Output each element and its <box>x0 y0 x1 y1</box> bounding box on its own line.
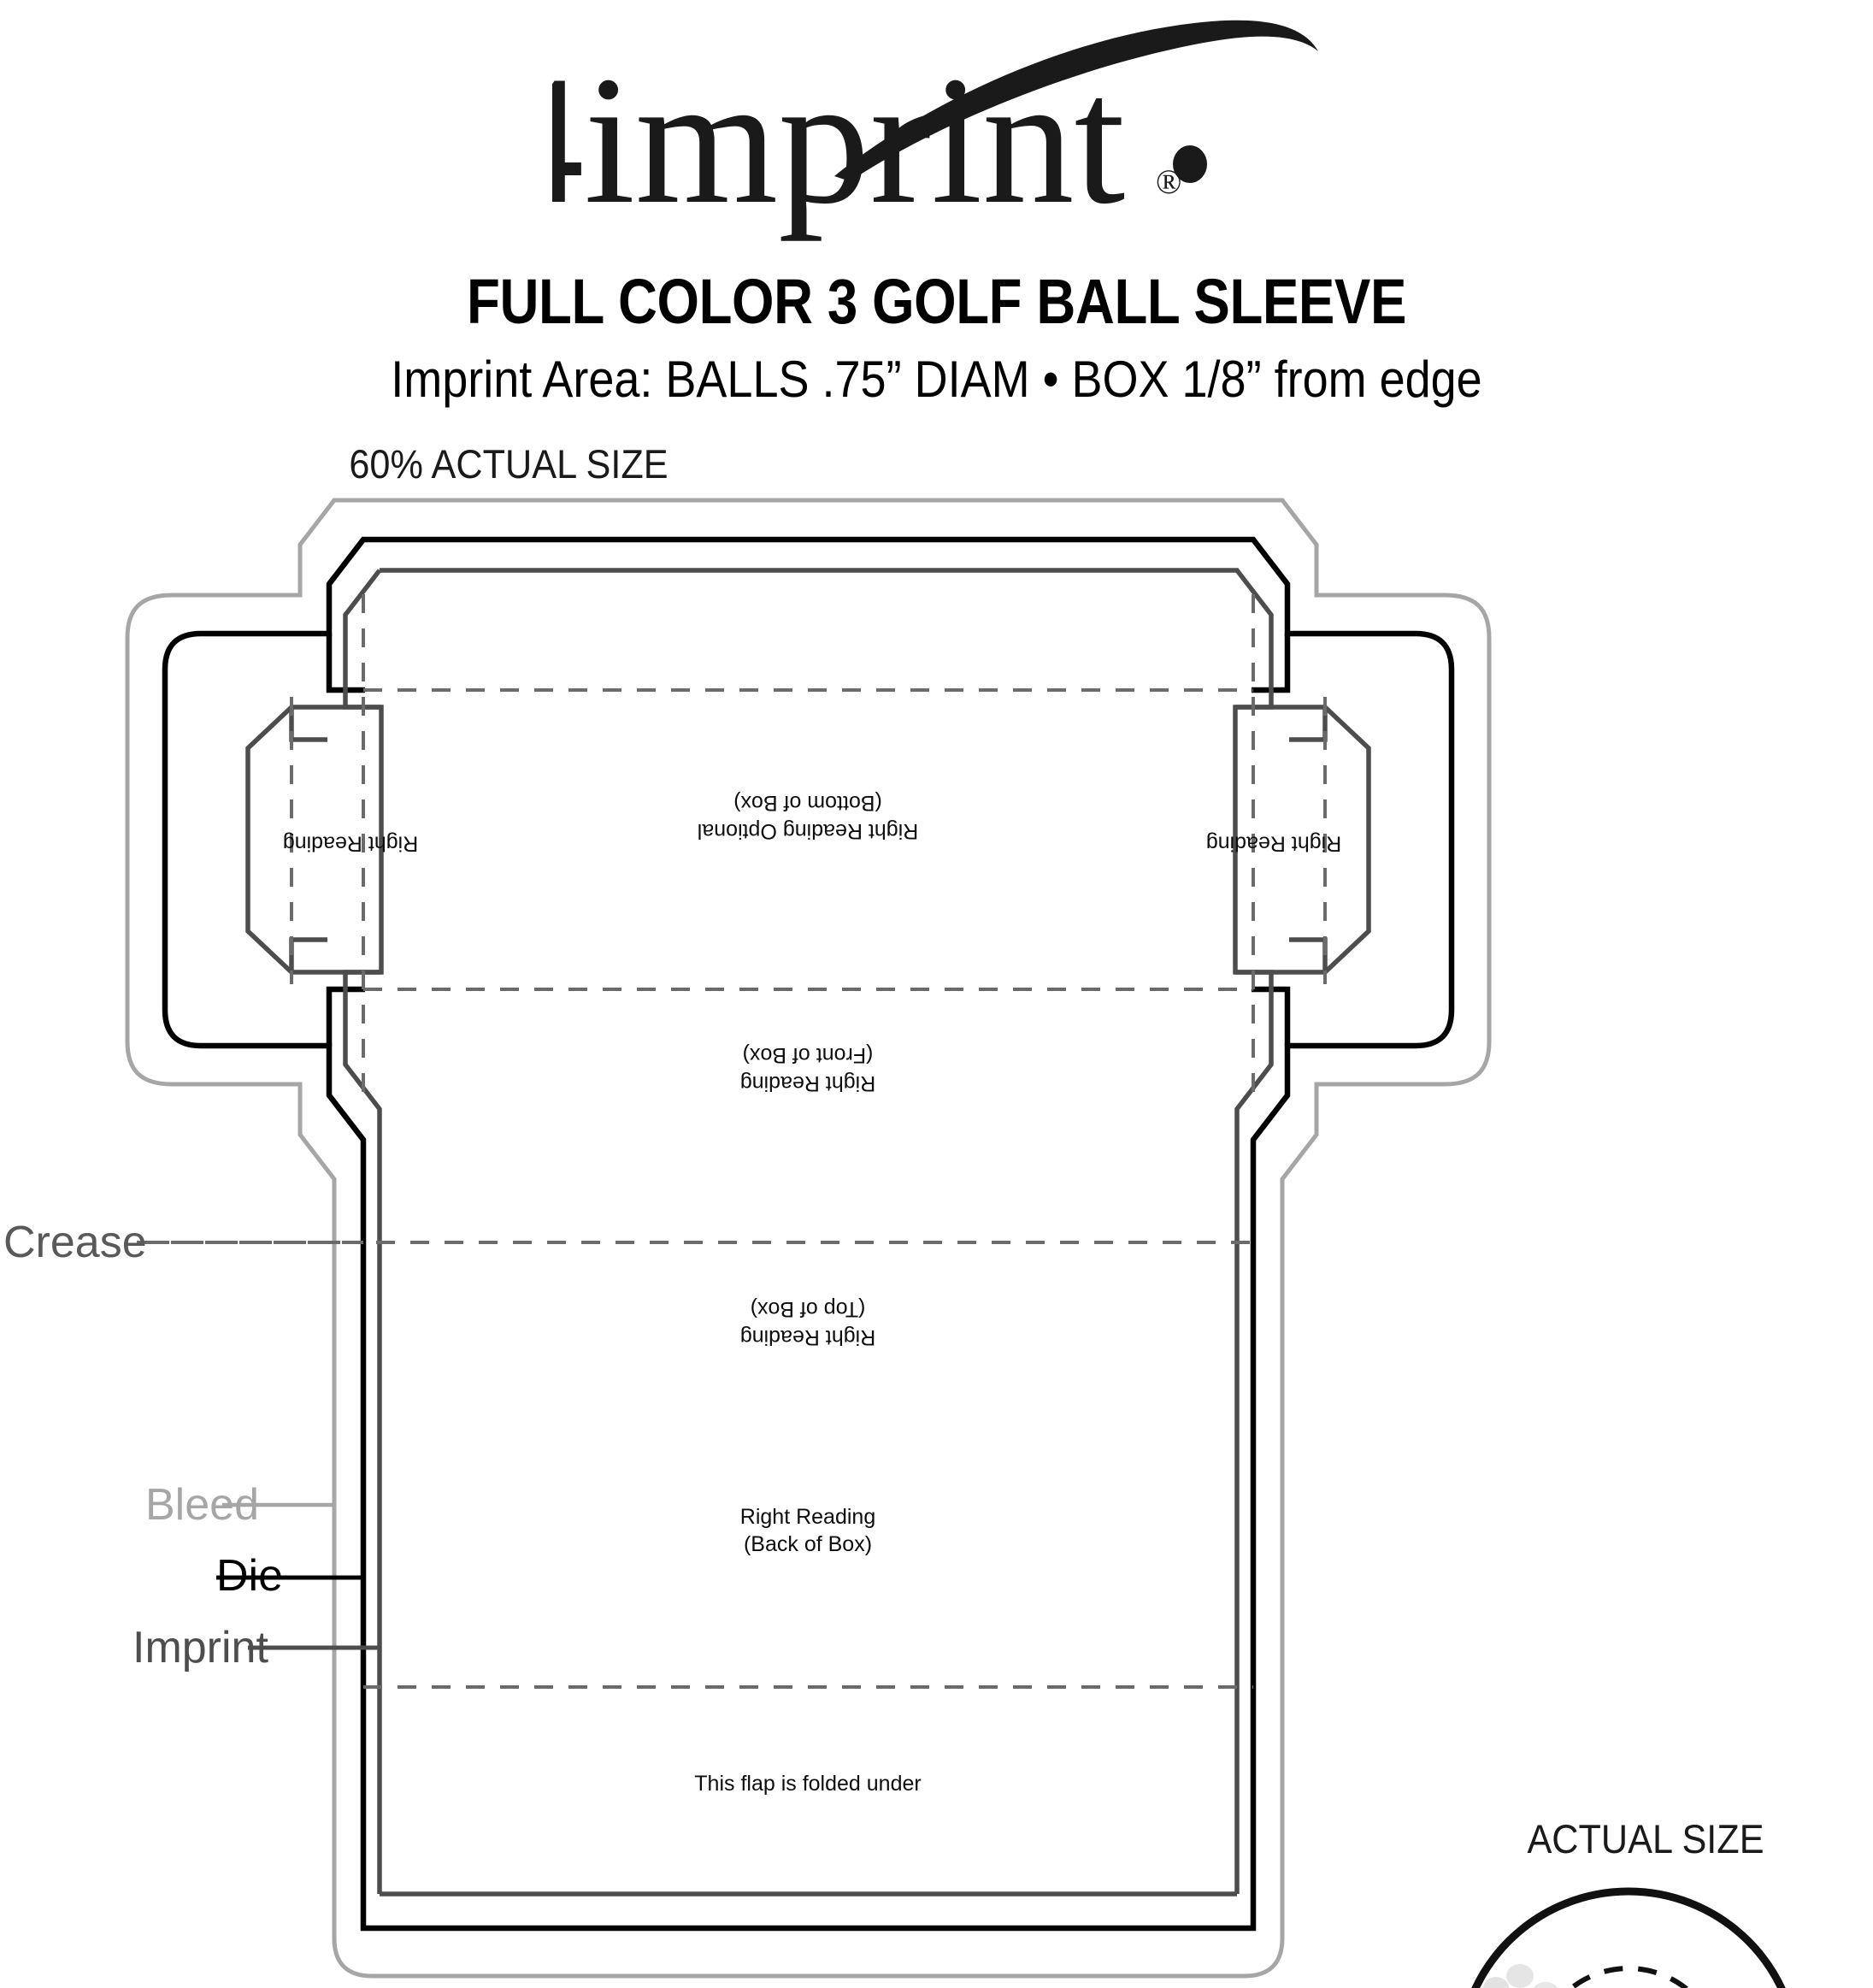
imprint-main-left <box>343 658 384 1020</box>
scale-note: 60% ACTUAL SIZE <box>349 440 669 487</box>
imprint-left-flap <box>245 704 381 975</box>
golf-ball-graphic <box>1471 1887 1786 1988</box>
die-right-flap-notch-bottom <box>1252 986 1291 1046</box>
imprint-right-flap-notch-top <box>1289 706 1328 742</box>
panel-label-top-of-box-line2: (Top of Box) <box>750 1297 866 1322</box>
page-header: 4imprint ® FULL COLOR 3 GOLF BALL SLEEVE… <box>0 0 1873 406</box>
imprint-left-flap-notch-top <box>289 706 327 742</box>
legend-label-die: Die <box>216 1550 284 1601</box>
panel-label-front-of-box: Right Reading (Front of Box) <box>594 1041 1022 1097</box>
die-left-flap-notch-bottom <box>326 986 365 1046</box>
panel-label-top-of-box: Right Reading (Top of Box) <box>594 1295 1022 1351</box>
legend-label-imprint: Imprint <box>133 1622 268 1672</box>
panel-label-front-of-box-line2: (Front of Box) <box>742 1043 874 1068</box>
legend-label-crease: Crease <box>3 1217 147 1267</box>
panel-label-bottom-flap-line1: This flap is folded under <box>694 1771 922 1796</box>
die-cut-outline <box>162 536 1455 1931</box>
die-template-diagram: 60% ACTUAL SIZE ACTUAL SIZE .bleed { fil… <box>0 440 1873 1988</box>
page-title: FULL COLOR 3 GOLF BALL SLEEVE <box>467 266 1406 337</box>
panel-label-bottom-of-box: Right Reading Optional (Bottom of Box) <box>594 789 1022 845</box>
panel-label-bottom-of-box-line1: Right Reading Optional <box>697 818 919 843</box>
panel-label-back-of-box-line1: Right Reading <box>739 1504 876 1529</box>
imprint-top-flap <box>380 567 1274 659</box>
panel-label-back-of-box: Right Reading (Back of Box) <box>594 1503 1022 1559</box>
imprint-area-subtitle: Imprint Area: BALLS .75” DIAM • BOX 1/8”… <box>391 350 1482 408</box>
die-left-flap-notch-top <box>326 633 365 693</box>
panel-label-back-of-box-line2: (Back of Box) <box>743 1532 873 1557</box>
imprint-left-flap-notch-bottom <box>289 936 327 972</box>
imprint-main-right <box>1233 658 1274 1020</box>
panel-label-bottom-flap: This flap is folded under <box>594 1770 1022 1798</box>
legend-label-bleed: Bleed <box>145 1479 259 1530</box>
panel-label-front-of-box-line1: Right Reading <box>739 1071 876 1095</box>
imprint-right-flap-notch-bottom <box>1289 936 1328 972</box>
4imprint-logo-svg: 4imprint ® <box>552 20 1318 242</box>
die-lines-svg: .bleed { fill:none; stroke:#a6a6a6; stro… <box>125 498 1786 1988</box>
logo-wordmark: 4imprint <box>552 38 1125 242</box>
bleed-outline <box>125 498 1492 1979</box>
panel-label-top-of-box-line1: Right Reading <box>739 1324 876 1349</box>
brand-logo: 4imprint ® <box>0 12 1873 268</box>
panel-label-left-flap: Right Reading <box>252 829 449 858</box>
panel-label-bottom-of-box-line2: (Bottom of Box) <box>733 791 882 816</box>
die-right-flap-notch-top <box>1252 633 1291 693</box>
actual-size-note: ACTUAL SIZE <box>1527 1815 1764 1861</box>
panel-label-right-flap-line1: Right Reading <box>1205 831 1342 856</box>
imprint-right-flap <box>1235 704 1371 975</box>
imprint-top-flap-left <box>343 569 382 659</box>
logo-dot-icon <box>1172 145 1207 183</box>
swoosh-icon <box>833 20 1318 181</box>
panel-label-right-flap: Right Reading <box>1175 829 1372 858</box>
panel-label-left-flap-line1: Right Reading <box>282 831 419 856</box>
